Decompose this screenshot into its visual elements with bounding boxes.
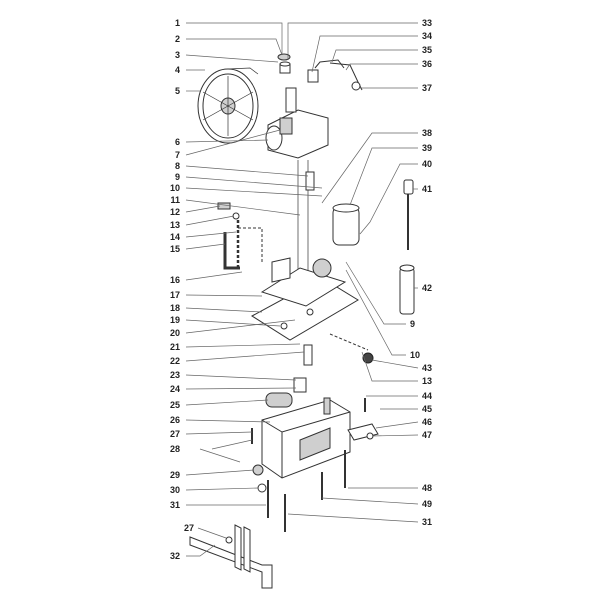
callout-27-frame: 27 bbox=[184, 523, 194, 533]
callout-21: 21 bbox=[170, 342, 180, 352]
callout-48: 48 bbox=[422, 483, 432, 493]
reservoir-cylinder bbox=[332, 203, 360, 246]
callout-30: 30 bbox=[170, 485, 180, 495]
callout-4: 4 bbox=[175, 65, 180, 75]
callout-22: 22 bbox=[170, 356, 180, 366]
callout-23: 23 bbox=[170, 370, 180, 380]
callout-46: 46 bbox=[422, 417, 432, 427]
callout-2: 2 bbox=[175, 34, 180, 44]
callout-31-right: 31 bbox=[422, 517, 432, 527]
callout-20: 20 bbox=[170, 328, 180, 338]
callout-9-right: 9 bbox=[410, 319, 415, 329]
callout-9: 9 bbox=[175, 172, 180, 182]
callout-10-right: 10 bbox=[410, 350, 420, 360]
callout-44: 44 bbox=[422, 391, 432, 401]
callout-25: 25 bbox=[170, 400, 180, 410]
callout-33: 33 bbox=[422, 18, 432, 28]
callout-37: 37 bbox=[422, 83, 432, 93]
filter-cartridges bbox=[265, 344, 313, 408]
callout-34: 34 bbox=[422, 31, 432, 41]
top-cap bbox=[277, 53, 291, 74]
motor-body bbox=[265, 87, 329, 159]
callout-32: 32 bbox=[170, 551, 180, 561]
bottom-frame bbox=[189, 524, 273, 589]
callout-12: 12 bbox=[170, 207, 180, 217]
right-callouts: 33 34 35 36 37 38 39 40 41 42 9 10 43 13… bbox=[410, 18, 432, 527]
callout-13: 13 bbox=[170, 220, 180, 230]
callout-31: 31 bbox=[170, 500, 180, 510]
callout-15: 15 bbox=[170, 244, 180, 254]
callout-14: 14 bbox=[170, 232, 180, 242]
callout-6: 6 bbox=[175, 137, 180, 147]
callout-27: 27 bbox=[170, 429, 180, 439]
callout-16: 16 bbox=[170, 275, 180, 285]
callout-1: 1 bbox=[175, 18, 180, 28]
callout-18: 18 bbox=[170, 303, 180, 313]
rod-assembly bbox=[399, 179, 415, 315]
callout-10: 10 bbox=[170, 183, 180, 193]
tank-housing bbox=[261, 397, 351, 479]
callout-5: 5 bbox=[175, 86, 180, 96]
callout-3: 3 bbox=[175, 50, 180, 60]
callout-41: 41 bbox=[422, 184, 432, 194]
callout-47: 47 bbox=[422, 430, 432, 440]
callout-26: 26 bbox=[170, 415, 180, 425]
chain-and-hose bbox=[217, 202, 263, 270]
callout-8: 8 bbox=[175, 161, 180, 171]
pulley-wheel bbox=[197, 67, 259, 144]
callout-36: 36 bbox=[422, 59, 432, 69]
callout-7: 7 bbox=[175, 150, 180, 160]
left-callouts: 1 2 3 4 5 6 7 8 9 10 11 12 13 14 15 16 1… bbox=[170, 18, 194, 561]
base-plate bbox=[251, 257, 359, 341]
callout-39: 39 bbox=[422, 143, 432, 153]
parts-drawing bbox=[189, 53, 415, 589]
pipe-fitting bbox=[307, 59, 363, 91]
callout-49: 49 bbox=[422, 499, 432, 509]
bolts bbox=[251, 398, 366, 532]
callout-11: 11 bbox=[170, 195, 180, 205]
callout-38: 38 bbox=[422, 128, 432, 138]
callout-43: 43 bbox=[422, 363, 432, 373]
callout-42: 42 bbox=[422, 283, 432, 293]
leader-lines bbox=[185, 22, 419, 557]
callout-29: 29 bbox=[170, 470, 180, 480]
callout-45: 45 bbox=[422, 404, 432, 414]
callout-40: 40 bbox=[422, 159, 432, 169]
callout-19: 19 bbox=[170, 315, 180, 325]
callout-28: 28 bbox=[170, 444, 180, 454]
callout-13-right: 13 bbox=[422, 376, 432, 386]
callout-35: 35 bbox=[422, 45, 432, 55]
callout-24: 24 bbox=[170, 384, 180, 394]
callout-17: 17 bbox=[170, 290, 180, 300]
